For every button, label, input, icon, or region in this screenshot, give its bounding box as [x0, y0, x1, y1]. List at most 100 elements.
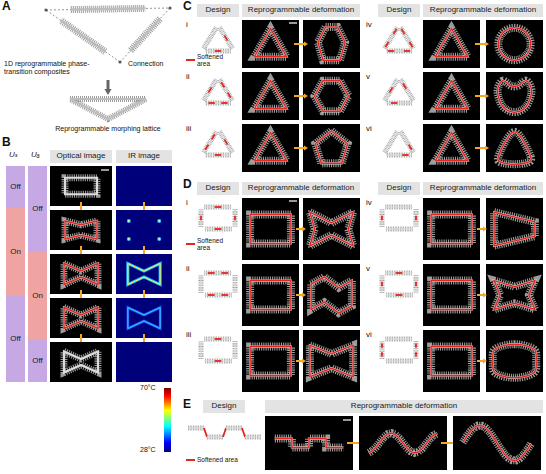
flow-arrowhead — [304, 146, 308, 151]
row-number: iv — [366, 199, 372, 208]
composite-core — [234, 341, 235, 359]
softened-area — [64, 308, 98, 329]
heat-trace — [128, 264, 160, 285]
flow-arrow — [296, 228, 302, 230]
composite-core — [498, 28, 530, 60]
composite-core — [220, 132, 233, 153]
composite-core — [435, 133, 467, 161]
softened-area — [435, 29, 467, 57]
softened-mark — [242, 428, 245, 437]
node-text: On — [32, 292, 43, 301]
softened-mark — [234, 216, 236, 220]
softened-mark — [391, 102, 397, 104]
flow-arrowhead — [302, 227, 306, 232]
row-number: vi — [366, 331, 372, 340]
composite-core — [381, 209, 382, 227]
softened-mark — [385, 42, 388, 47]
photo-panel — [116, 342, 172, 382]
composite-fins — [401, 28, 414, 49]
photo-panel — [50, 298, 112, 338]
flow-arrow — [477, 228, 483, 230]
flow-arrowhead — [304, 42, 308, 47]
composite-fins — [220, 132, 233, 153]
photo-panel — [242, 72, 299, 120]
composite-fins — [385, 271, 412, 276]
photo-panel — [486, 264, 543, 326]
row-number: v — [366, 73, 370, 82]
softened-mark — [223, 428, 226, 437]
photo-panel — [116, 210, 172, 250]
heat-trace — [128, 264, 160, 285]
legend-entry: Softened area — [186, 237, 237, 251]
composite-fins — [204, 132, 217, 153]
softened-mark — [415, 343, 417, 347]
softened-area — [275, 439, 343, 448]
composite-fins — [435, 133, 467, 161]
node-text: Reprogrammable deformation — [351, 402, 457, 411]
node-text: Off — [10, 183, 21, 192]
flow-arrow — [80, 290, 82, 298]
photo-panel — [486, 198, 543, 260]
state-band: Off — [6, 166, 25, 208]
composite-core — [205, 154, 231, 155]
softened-mark — [415, 216, 417, 220]
composite-core — [401, 28, 414, 49]
composite-fins — [385, 132, 398, 153]
flow-arrow — [294, 95, 304, 97]
composite-core — [493, 344, 537, 378]
composite-core — [71, 8, 145, 9]
flow-arrow — [477, 294, 483, 296]
colorbar-value: 70°C — [140, 384, 156, 392]
signal-name: Uₛ — [9, 151, 18, 160]
photo-panel — [486, 124, 543, 172]
composite-fins — [204, 293, 231, 298]
flow-arrowhead — [483, 227, 487, 232]
photo-panel — [50, 342, 112, 382]
hot-spot — [157, 237, 161, 241]
composite-core — [254, 133, 286, 161]
state-band: Off — [28, 166, 47, 252]
composite-fins — [386, 49, 412, 54]
column-header: Reprogrammable deformation — [423, 182, 543, 195]
composite-fins — [64, 264, 98, 285]
node-text: Design — [387, 184, 412, 193]
photo-panel — [486, 72, 543, 120]
composite-core — [250, 215, 291, 244]
flow-arrow — [347, 442, 360, 444]
softened-mark — [221, 272, 228, 274]
composite-core — [494, 281, 535, 310]
flow-arrowhead — [302, 293, 306, 298]
composite-fins — [431, 347, 472, 376]
column-header: Reprogrammable deformation — [242, 4, 360, 17]
composite-core — [431, 347, 472, 376]
softened-area — [311, 277, 352, 313]
photo-panel — [50, 166, 112, 206]
composite-fins — [401, 80, 414, 101]
composite-core — [205, 50, 231, 51]
panel-letter: A — [2, 0, 11, 13]
row-number: i — [186, 199, 188, 208]
row-number: i — [186, 21, 188, 30]
state-band: On — [6, 208, 25, 296]
composite-core — [254, 81, 286, 109]
composite-core — [385, 294, 412, 295]
softened-mark — [215, 228, 222, 230]
softened-mark — [409, 145, 412, 150]
softened-mark — [393, 29, 396, 34]
node-text: Reprogrammable deformation — [248, 184, 354, 193]
softened-area — [315, 131, 347, 163]
signal-name: Uₐ — [31, 151, 40, 160]
softened-area — [254, 29, 286, 57]
composite-fins — [233, 209, 238, 227]
photo-panel — [242, 20, 299, 68]
composite-core — [401, 80, 414, 101]
column-header: Optical image — [50, 150, 112, 163]
composite-core — [381, 341, 382, 359]
composite-fins — [254, 81, 286, 109]
flow-arrow — [294, 147, 304, 149]
row-number: ii — [186, 265, 190, 274]
composite-fins — [188, 426, 204, 431]
composite-fins — [250, 281, 291, 310]
composite-fins — [204, 80, 217, 101]
softened-area — [310, 212, 353, 246]
